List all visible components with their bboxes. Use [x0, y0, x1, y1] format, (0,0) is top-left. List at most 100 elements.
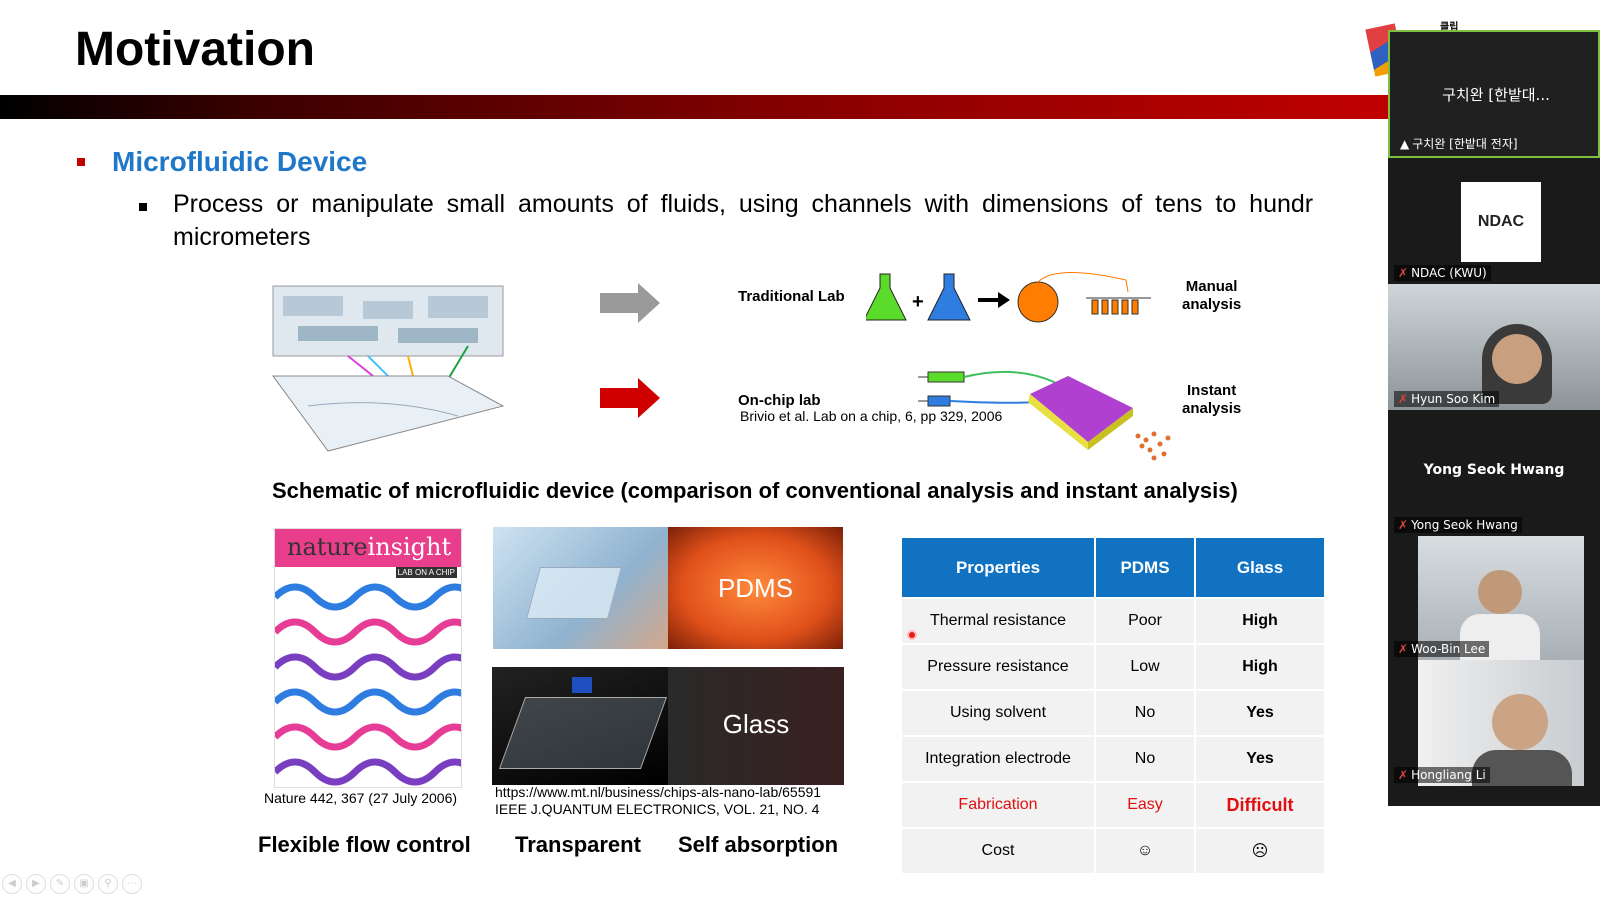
- pen-icon[interactable]: ✎: [50, 874, 70, 894]
- instant-analysis-label: Instant analysis: [1182, 382, 1241, 418]
- header-properties: Properties: [902, 538, 1094, 597]
- caption-flexible: Flexible flow control: [258, 832, 471, 857]
- manual-label-1: Manual: [1185, 278, 1238, 295]
- header-pdms: PDMS: [1096, 538, 1194, 597]
- table-cell: Integration electrode: [902, 737, 1094, 781]
- table-cell: Yes: [1196, 737, 1324, 781]
- table-cell: Using solvent: [902, 691, 1094, 735]
- hyunsoo-label: ✗Hyun Soo Kim: [1394, 391, 1500, 407]
- caption-transparent: Transparent: [515, 832, 641, 857]
- nature-logo-1: nature: [287, 533, 368, 561]
- ndac-label: ✗NDAC (KWU): [1394, 265, 1491, 281]
- yongseok-name: Yong Seok Hwang: [1411, 518, 1518, 532]
- next-icon[interactable]: ▶: [26, 874, 46, 894]
- ndac-logo: NDAC: [1461, 182, 1541, 262]
- nature-reference: Nature 442, 367 (27 July 2006): [264, 790, 458, 806]
- table-row: Cost ☺ ☹: [902, 829, 1324, 873]
- pin-icon: ▲: [1400, 137, 1410, 151]
- url-reference: https://www.mt.nl/business/chips-als-nan…: [495, 784, 822, 800]
- frowny-icon: ☹: [1196, 829, 1324, 873]
- glass-image: Glass: [492, 667, 844, 785]
- slide-title: Motivation: [75, 23, 315, 76]
- ieee-reference: IEEE J.QUANTUM ELECTRONICS, VOL. 21, NO.…: [495, 801, 820, 817]
- gray-arrow-icon: [600, 283, 660, 323]
- pdms-image: PDMS: [493, 527, 843, 649]
- ndac-logo-text: NDAC: [1477, 213, 1525, 230]
- table-cell: Easy: [1096, 783, 1194, 827]
- caption-absorption: Self absorption: [678, 832, 839, 857]
- prev-icon[interactable]: ◀: [2, 874, 22, 894]
- traditional-lab-label: Traditional Lab: [738, 288, 845, 305]
- properties-table: Properties PDMS Glass Thermal resistance…: [900, 536, 1326, 875]
- participant-face: [1478, 570, 1522, 614]
- more-icon[interactable]: ⋯: [122, 874, 142, 894]
- title-banner: [0, 95, 1390, 119]
- host-name-small: 구치완 [한밭대 전자]: [1412, 137, 1518, 151]
- mic-muted-icon: ✗: [1398, 768, 1409, 782]
- video-participants-panel[interactable]: 구치완 [한밭대... ▲구치완 [한밭대 전자] NDAC ✗NDAC (KW…: [1388, 30, 1600, 806]
- onchip-reference: Brivio et al. Lab on a chip, 6, pp 329, …: [740, 408, 1003, 424]
- glass-label: Glass: [722, 709, 790, 739]
- nature-cover-image: natureinsight LAB ON A CHIP: [274, 528, 462, 788]
- instant-label-1: Instant: [1187, 382, 1237, 399]
- slides-icon[interactable]: ▣: [74, 874, 94, 894]
- table-cell: No: [1096, 737, 1194, 781]
- mic-muted-icon: ✗: [1398, 642, 1409, 656]
- nature-logo: natureinsight: [275, 529, 461, 567]
- top-text: 클립: [1440, 22, 1459, 33]
- hongliang-name: Hongliang Li: [1411, 768, 1486, 782]
- schematic-caption: Schematic of microfluidic device (compar…: [272, 478, 1238, 503]
- pdms-label: PDMS: [717, 573, 794, 603]
- woobin-name: Woo-Bin Lee: [1411, 642, 1486, 656]
- manual-analysis-label: Manual analysis: [1182, 278, 1241, 314]
- instant-label-2: analysis: [1182, 400, 1242, 417]
- participant-tile-woobin[interactable]: ✗Woo-Bin Lee: [1388, 536, 1600, 660]
- laser-pointer-dot: [909, 632, 915, 638]
- table-row: Fabrication Easy Difficult: [902, 783, 1324, 827]
- sub-bullet-text: Process or manipulate small amounts of f…: [173, 188, 1373, 254]
- manual-label-2: analysis: [1182, 296, 1242, 313]
- smiley-icon: ☺: [1096, 829, 1194, 873]
- sub-bullet-marker: [139, 203, 147, 211]
- sub-bullet-line2: micrometers: [173, 223, 311, 251]
- hongliang-label: ✗Hongliang Li: [1394, 767, 1490, 783]
- nature-logo-2: insight: [367, 533, 452, 561]
- table-cell: Cost: [902, 829, 1094, 873]
- table-header-row: Properties PDMS Glass: [902, 538, 1324, 597]
- table-cell: High: [1196, 599, 1324, 643]
- serpentine-pattern: [275, 583, 461, 786]
- table-cell: No: [1096, 691, 1194, 735]
- yongseok-label: ✗Yong Seok Hwang: [1394, 517, 1522, 533]
- participant-tile-ndac[interactable]: NDAC ✗NDAC (KWU): [1388, 160, 1600, 284]
- presentation-toolbar[interactable]: ◀ ▶ ✎ ▣ ⚲ ⋯: [2, 874, 142, 894]
- host-name-label: ▲구치완 [한밭대 전자]: [1396, 134, 1522, 153]
- table-cell: Thermal resistance: [902, 599, 1094, 643]
- nature-sub: LAB ON A CHIP: [395, 567, 457, 578]
- participant-tile-yongseok[interactable]: Yong Seok Hwang ✗Yong Seok Hwang: [1388, 410, 1600, 536]
- table-cell: Fabrication: [902, 783, 1094, 827]
- host-name-big: 구치완 [한밭대...: [1442, 86, 1550, 104]
- participant-tile-host[interactable]: 구치완 [한밭대... ▲구치완 [한밭대 전자]: [1388, 30, 1600, 158]
- lab-chip-illustration: [272, 285, 505, 452]
- yongseok-name-big: Yong Seok Hwang: [1423, 462, 1565, 478]
- table-row: Using solvent No Yes: [902, 691, 1324, 735]
- table-cell: Pressure resistance: [902, 645, 1094, 689]
- onchip-device-diagram: [918, 370, 1171, 461]
- mic-muted-icon: ✗: [1398, 518, 1409, 532]
- table-cell: Yes: [1196, 691, 1324, 735]
- zoom-icon[interactable]: ⚲: [98, 874, 118, 894]
- table-cell: High: [1196, 645, 1324, 689]
- participant-face: [1492, 694, 1548, 750]
- participant-tile-hongliang[interactable]: ✗Hongliang Li: [1388, 660, 1600, 786]
- bullet-marker: [77, 158, 85, 166]
- flask-process-diagram: +: [866, 272, 1151, 323]
- onchip-lab-label: On-chip lab: [738, 392, 821, 409]
- table-cell: Poor: [1096, 599, 1194, 643]
- hyunsoo-name: Hyun Soo Kim: [1411, 392, 1496, 406]
- bullet-heading: Microfluidic Device: [112, 146, 368, 177]
- mic-muted-icon: ✗: [1398, 266, 1409, 280]
- ndac-name: NDAC (KWU): [1411, 266, 1487, 280]
- header-glass: Glass: [1196, 538, 1324, 597]
- participant-face: [1492, 334, 1542, 384]
- participant-tile-hyunsoo[interactable]: ✗Hyun Soo Kim: [1388, 284, 1600, 410]
